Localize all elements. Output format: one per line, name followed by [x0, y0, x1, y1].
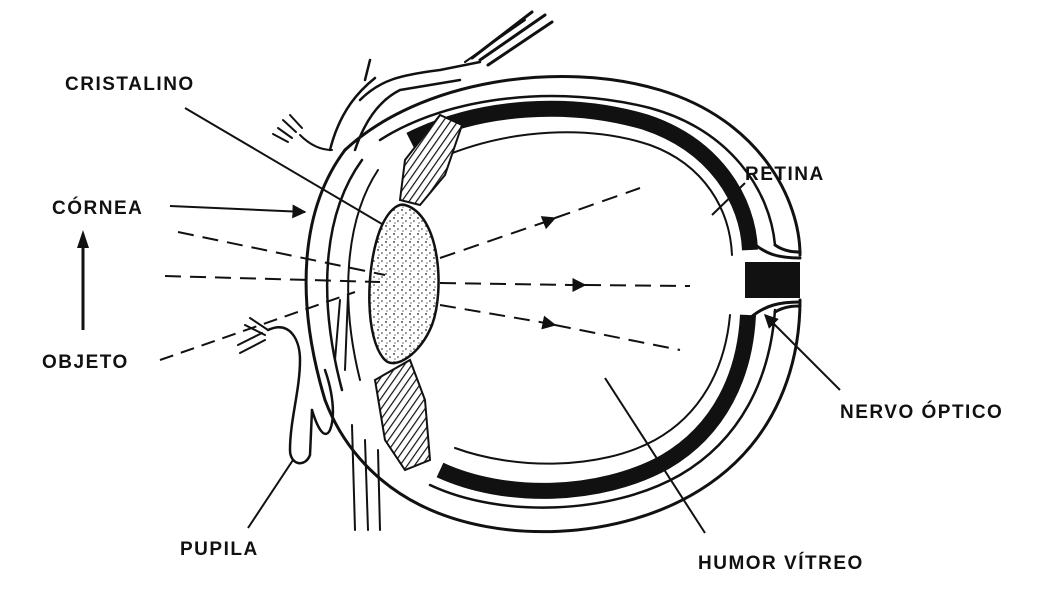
label-pupila: PUPILA [180, 539, 259, 560]
label-retina: RETINA [745, 164, 825, 185]
label-cristalino: CRISTALINO [65, 74, 195, 95]
label-objeto: OBJETO [42, 352, 129, 373]
optic-nerve-shape [745, 240, 800, 318]
object-arrow [77, 230, 89, 330]
label-cornea: CÓRNEA [52, 197, 143, 219]
cornea-shape [306, 150, 378, 400]
labels: CRISTALINO CÓRNEA OBJETO PUPILA RETINA N… [42, 74, 1003, 574]
label-nervo-optico: NERVO ÓPTICO [840, 401, 1003, 423]
label-humor-vitreo: HUMOR VÍTREO [698, 552, 864, 574]
lens-shape [369, 205, 438, 363]
